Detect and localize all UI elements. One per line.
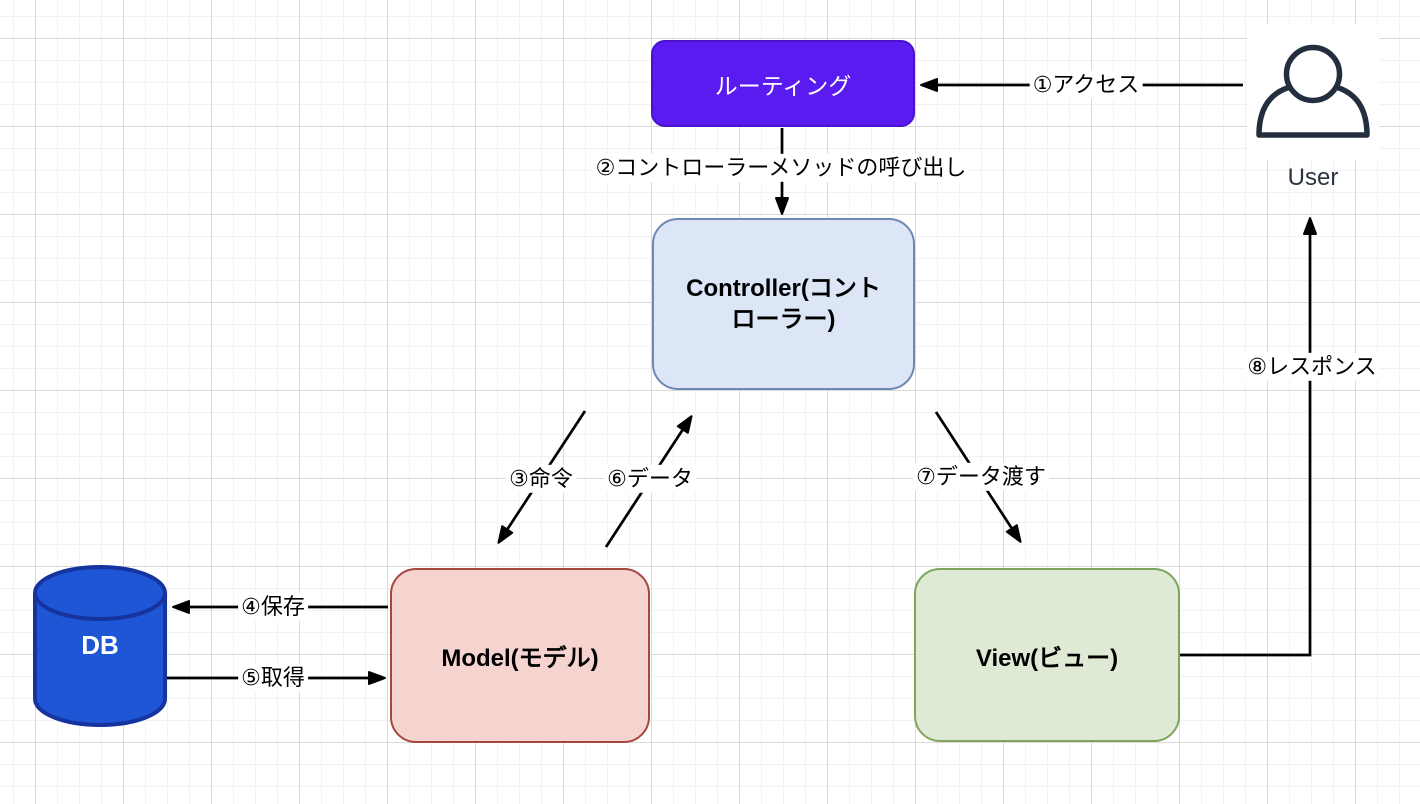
- node-db-label: DB: [81, 630, 119, 660]
- node-model-label: Model(モデル): [441, 645, 599, 672]
- person-icon: [1256, 44, 1370, 138]
- node-view-label: View(ビュー): [975, 644, 1119, 672]
- node-user[interactable]: [1247, 24, 1379, 160]
- database-cylinder-icon: [33, 565, 167, 727]
- edge-label-save: ④保存: [238, 592, 308, 622]
- node-controller-label: Controller(コントローラー): [686, 274, 881, 333]
- edge-label-fetch: ⑤取得: [238, 663, 308, 693]
- node-view[interactable]: View(ビュー): [914, 568, 1180, 742]
- edge-label-controller-method-call: ②コントローラーメソッドの呼び出し: [592, 153, 970, 183]
- edge-label-pass-data: ⑦データ渡す: [913, 462, 1049, 492]
- node-controller[interactable]: Controller(コントローラー): [652, 218, 915, 390]
- node-routing[interactable]: ルーティング: [651, 40, 915, 127]
- node-model[interactable]: Model(モデル): [390, 568, 650, 743]
- edge-label-response: ⑧レスポンス: [1244, 352, 1380, 382]
- edge-response[interactable]: [1180, 217, 1317, 657]
- edge-label-access: ①アクセス: [1029, 70, 1143, 100]
- edge-label-data: ⑥データ: [604, 464, 696, 494]
- node-db[interactable]: [31, 563, 169, 731]
- node-user-label: User: [1287, 164, 1339, 191]
- edge-label-command: ③命令: [506, 464, 576, 494]
- node-routing-label: ルーティング: [714, 72, 852, 99]
